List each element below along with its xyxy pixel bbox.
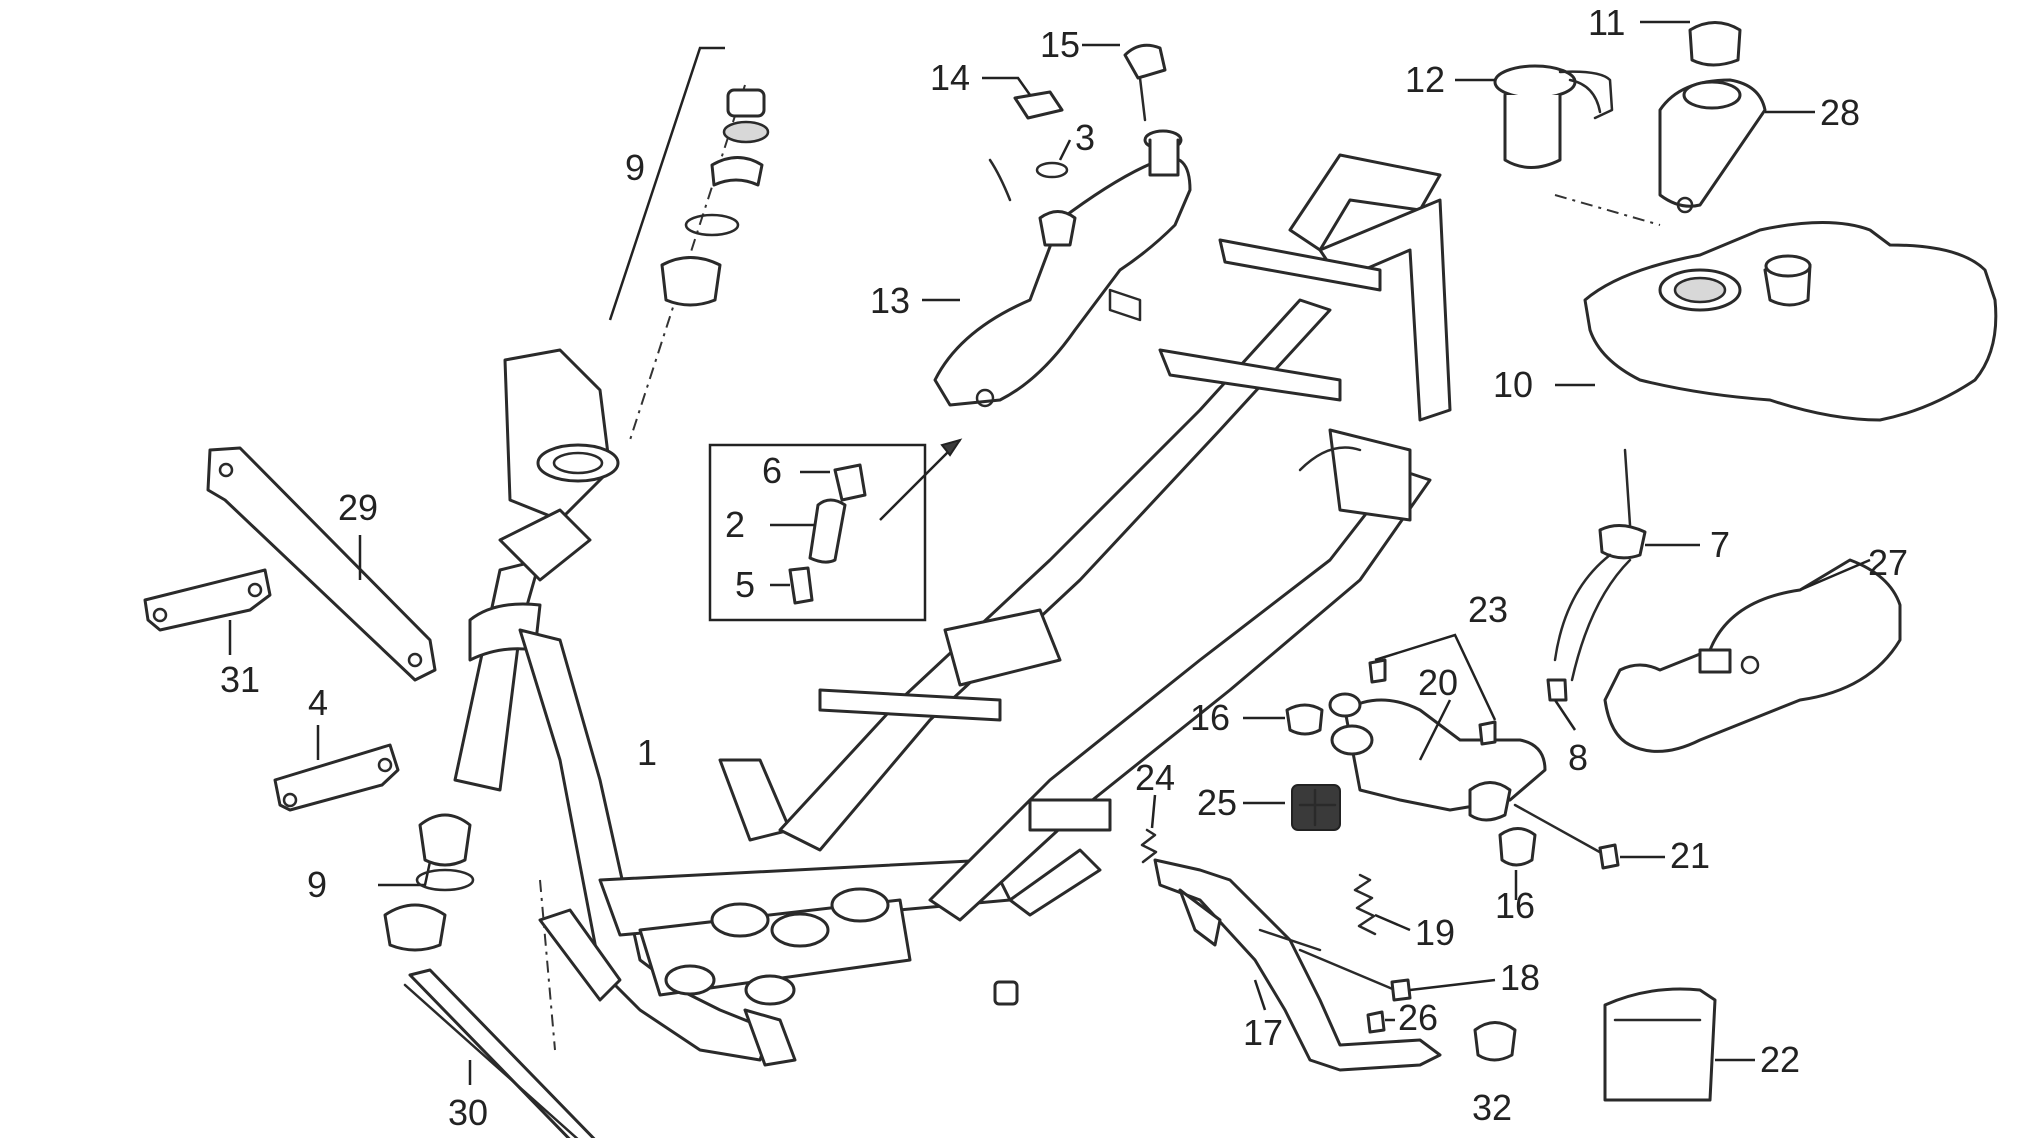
callout-3: 3 [1075, 117, 1095, 158]
callout-2: 2 [725, 504, 745, 545]
callout-29: 29 [338, 487, 378, 528]
callout-22: 22 [1760, 1039, 1800, 1080]
spring-19 [1353, 873, 1411, 936]
sensor-15 [1082, 43, 1167, 122]
callout-19: 19 [1415, 912, 1455, 953]
rubber-block-25 [1243, 784, 1341, 831]
main-frame [453, 153, 1452, 1067]
callout-16-right: 16 [1495, 885, 1535, 926]
oring-3 [988, 139, 1072, 202]
bolt-23 [1368, 633, 1497, 746]
callout-12: 12 [1405, 59, 1445, 100]
bushing-16-left [1243, 703, 1324, 736]
callout-32: 32 [1472, 1087, 1512, 1128]
callout-labels: 1 2 3 4 5 6 7 8 9 9 10 11 12 13 14 15 16… [220, 2, 1908, 1133]
callout-16-left: 16 [1190, 697, 1230, 738]
engine-mount-link-20 [1328, 692, 1547, 822]
front-bracket-29 [206, 446, 437, 682]
steering-bearing-set-bottom [378, 813, 556, 1051]
callout-21: 21 [1670, 835, 1710, 876]
callout-10: 10 [1493, 364, 1533, 405]
callout-23: 23 [1468, 589, 1508, 630]
fuel-tap-7 [1553, 448, 1700, 682]
callout-31: 31 [220, 659, 260, 700]
clip-26 [1366, 1010, 1395, 1034]
fuel-pump-12 [1455, 64, 1661, 226]
callout-25: 25 [1197, 782, 1237, 823]
callout-17: 17 [1243, 1012, 1283, 1053]
fitting-inset [708, 438, 963, 622]
callout-8: 8 [1568, 737, 1588, 778]
spring-24 [1140, 794, 1158, 864]
centre-stand-17 [1153, 858, 1442, 1072]
bracket-31 [143, 568, 272, 655]
callout-27: 27 [1868, 542, 1908, 583]
cover-27 [1603, 558, 1902, 753]
callout-20: 20 [1418, 662, 1458, 703]
callout-28: 28 [1820, 92, 1860, 133]
bushing-32 [1473, 1021, 1517, 1062]
callout-24: 24 [1135, 757, 1175, 798]
small-logo-tag [993, 980, 1019, 1006]
callout-1: 1 [637, 732, 657, 773]
bushing-16-right [1498, 827, 1537, 900]
bolt-21 [1513, 803, 1665, 870]
callout-5: 5 [735, 564, 755, 605]
oil-tank-13 [922, 129, 1192, 408]
callout-26: 26 [1398, 997, 1438, 1038]
steering-bearing-set-top [608, 46, 770, 441]
callout-30: 30 [448, 1092, 488, 1133]
pin-18 [1298, 948, 1496, 1002]
callout-13: 13 [870, 280, 910, 321]
callout-7: 7 [1710, 524, 1730, 565]
callout-9-top: 9 [625, 147, 645, 188]
footboard-bracket-30 [403, 968, 596, 1138]
callout-15: 15 [1040, 24, 1080, 65]
tool-bag-22 [1603, 987, 1755, 1102]
cap-14 [982, 76, 1064, 120]
callout-14: 14 [930, 57, 970, 98]
callout-11: 11 [1588, 2, 1625, 43]
hose-clip-8 [1546, 678, 1577, 731]
callout-9-bottom: 9 [307, 864, 327, 905]
filler-neck-28 [1658, 78, 1815, 214]
bracket-4 [273, 725, 400, 812]
fuel-cap-11 [1640, 20, 1742, 67]
fuel-tank-10 [1555, 221, 1998, 422]
callout-4: 4 [308, 682, 328, 723]
callout-6: 6 [762, 450, 782, 491]
callout-18: 18 [1500, 957, 1540, 998]
